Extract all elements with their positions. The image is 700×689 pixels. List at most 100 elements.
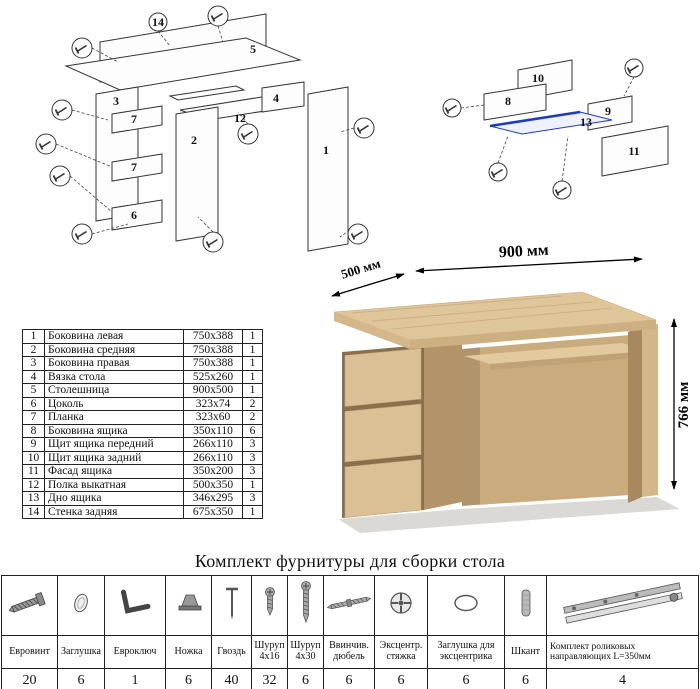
foot-icon [165, 575, 212, 636]
parts-table-row: 2 Боковина средняя 750x388 1 [22, 342, 263, 357]
parts-table-row: 5 Столешница 900x500 1 [22, 383, 263, 398]
screw-4x30-icon [287, 575, 324, 636]
part-qty: 1 [242, 504, 263, 519]
hardware-name: Заглушка для эксцентрика [427, 635, 505, 669]
desk-render: 900 мм 500 мм 766 мм [331, 243, 692, 533]
parts-table-row: 1 Боковина левая 750x388 1 [22, 329, 263, 344]
part-label-7a: 7 [131, 112, 137, 126]
part-name: Планка [44, 410, 184, 425]
part-size: 675x350 [183, 504, 243, 519]
part-name: Стенка задняя [44, 504, 184, 519]
part-number: 11 [22, 464, 45, 479]
depth-dimension-arrow [331, 273, 405, 297]
hardware-name: Евровинт [1, 635, 58, 669]
part-size: 750x388 [183, 329, 243, 344]
part-size: 323x74 [183, 396, 243, 411]
part-label-10: 10 [532, 71, 544, 85]
drawer-front-2 [344, 403, 422, 463]
callout-circle-14 [148, 12, 168, 32]
plank-bottom [111, 153, 163, 182]
keyboard-tray-edge [490, 351, 648, 370]
pedestal-side [424, 340, 462, 510]
part-size: 346x295 [183, 491, 243, 506]
parts-table-row: 10 Щит ящика задний 266x110 3 [22, 450, 263, 465]
floor-shadow [338, 497, 680, 533]
desktop-left-edge [334, 312, 410, 349]
part-name: Щит ящика передний [44, 437, 184, 452]
part-qty: 3 [242, 491, 263, 506]
plank-top [111, 105, 163, 134]
drawer-side-panel-left [483, 83, 547, 121]
hardware-name: Ввинчив. дюбель [323, 635, 375, 669]
part-size: 350x200 [183, 464, 243, 479]
parts-table-row: 12 Полка выкатная 500x350 1 [22, 477, 263, 492]
part-name: Дно ящика [44, 491, 184, 506]
part-label-11: 11 [628, 144, 639, 158]
part-label-7b: 7 [131, 160, 137, 174]
part-qty: 1 [242, 356, 263, 371]
hardware-name: Шуруп 4х30 [287, 635, 324, 669]
width-dimension-arrow [415, 256, 643, 274]
drawer-front-3 [344, 459, 422, 518]
niche-shadow [462, 347, 480, 506]
part-qty: 1 [242, 369, 263, 384]
part-label-2: 2 [191, 133, 197, 147]
hardware-qty: 6 [427, 668, 505, 689]
height-dimension-label: 766 мм [676, 382, 692, 429]
right-leg-inner [628, 326, 642, 503]
part-size: 500x350 [183, 477, 243, 492]
part-label-12: 12 [234, 111, 246, 125]
parts-table-row: 9 Щит ящика передний 266x110 3 [22, 437, 263, 452]
part-number: 14 [22, 504, 45, 519]
hardware-qty: 32 [251, 668, 288, 689]
hardware-name: Шуруп 4х16 [251, 635, 288, 669]
hardware-qty: 1 [104, 668, 166, 689]
part-label-13: 13 [580, 115, 592, 129]
hardware-qty: 6 [374, 668, 428, 689]
part-size: 350x110 [183, 423, 243, 438]
hardware-qty: 20 [1, 668, 58, 689]
part-number: 13 [22, 491, 45, 506]
part-label-1: 1 [323, 143, 329, 157]
slide-rail [168, 85, 246, 101]
hardware-qty: 6 [57, 668, 105, 689]
drawer-bottom-edge-highlight [489, 110, 581, 128]
hardware-name: Комплект роликовых направляющих L=350мм [546, 635, 699, 669]
part-number: 2 [22, 342, 45, 357]
part-name: Цоколь [44, 396, 184, 411]
parts-table-row: 13 Дно ящика 346x295 3 [22, 491, 263, 506]
hardware-name: Шкант [504, 635, 547, 669]
drawer-front-1 [344, 348, 422, 407]
part-name: Боковина левая [44, 329, 184, 344]
wood-grain [351, 295, 613, 330]
hardware-qty: 6 [323, 668, 375, 689]
part-label-9: 9 [605, 104, 611, 118]
part-number: 12 [22, 477, 45, 492]
parts-table-row: 7 Планка 323x60 2 [22, 410, 263, 425]
hardware-qty-row: 20 6 1 6 40 32 6 6 6 6 6 4 [1, 668, 699, 689]
plinth-panel [111, 199, 163, 231]
hardware-qty: 4 [546, 668, 699, 689]
part-name: Вязка стола [44, 369, 184, 384]
parts-table-row: 4 Вязка стола 525x260 1 [22, 369, 263, 384]
hardware-qty: 6 [165, 668, 212, 689]
part-qty: 6 [242, 423, 263, 438]
part-name: Столешница [44, 383, 184, 398]
dowel-screw-icon [323, 575, 375, 636]
part-number: 8 [22, 423, 45, 438]
parts-table-row: 8 Боковина ящика 350x110 6 [22, 423, 263, 438]
nail-icon [211, 575, 252, 636]
part-qty: 3 [242, 464, 263, 479]
part-label-3: 3 [113, 94, 119, 108]
middle-side-panel [175, 106, 219, 242]
parts-table: 1 Боковина левая 750x388 1 2 Боковина ср… [22, 329, 263, 519]
screw-4x16-icon [251, 575, 288, 636]
part-name: Боковина ящика [44, 423, 184, 438]
hardware-qty: 6 [504, 668, 547, 689]
parts-table-row: 11 Фасад ящика 350x200 3 [22, 464, 263, 479]
hardware-qty: 40 [211, 668, 252, 689]
wood-dowel-icon [504, 575, 547, 636]
hardware-table: Евровинт Заглушка Евроключ Ножка Гвоздь … [1, 575, 699, 689]
hardware-name: Гвоздь [211, 635, 252, 669]
desktop-panel [64, 37, 302, 91]
